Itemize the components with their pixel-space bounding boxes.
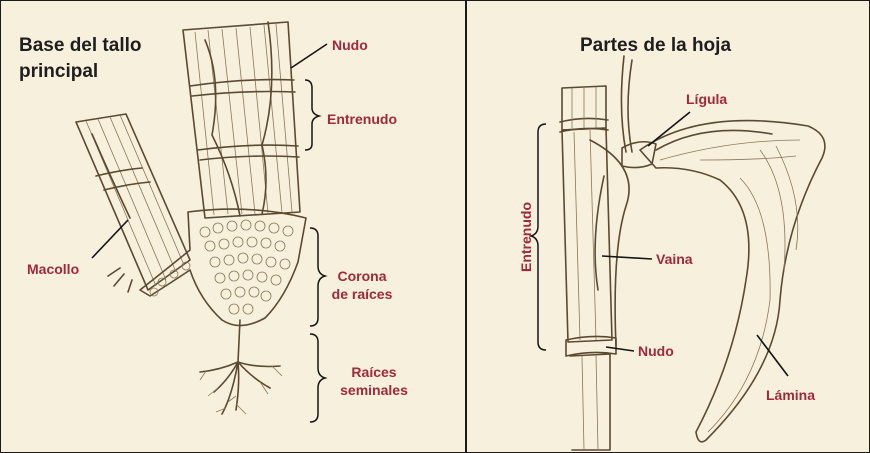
corona-brace [310,228,325,326]
entrenudo-brace-left [305,80,319,150]
seminal-roots-drawing [200,320,282,414]
label-lamina: Lámina [766,386,815,404]
label-macollo: Macollo [27,260,79,278]
main-stem-drawing [183,22,300,218]
label-nudo-left: Nudo [332,36,368,54]
right-panel-title: Partes de la hoja [580,33,731,59]
left-title-line2: principal [19,59,142,85]
ligule-drawing [621,56,656,168]
macollo-leader [92,220,128,258]
left-title-line1: Base del tallo [19,33,142,59]
panel-divider [465,0,467,453]
nudo-leader-right [606,347,634,351]
corona-line2: de raíces [326,285,398,303]
label-raices-seminales: Raíces seminales [333,363,415,399]
raices-line2: seminales [333,381,415,399]
left-panel-title: Base del tallo principal [19,33,142,85]
label-corona-raices: Corona de raíces [326,267,398,303]
tiller-drawing [76,114,190,292]
nudo-leader-left [291,44,327,68]
raices-brace [310,334,325,422]
label-entrenudo-left: Entrenudo [327,110,397,128]
right-stem-drawing [560,86,629,450]
corona-line1: Corona [326,267,398,285]
label-ligula: Lígula [686,90,727,108]
crown-roots-drawing [140,209,306,325]
raices-line1: Raíces [333,363,415,381]
label-nudo-right: Nudo [638,342,674,360]
label-entrenudo-right: Entrenudo [517,197,535,277]
label-vaina: Vaina [656,250,693,268]
